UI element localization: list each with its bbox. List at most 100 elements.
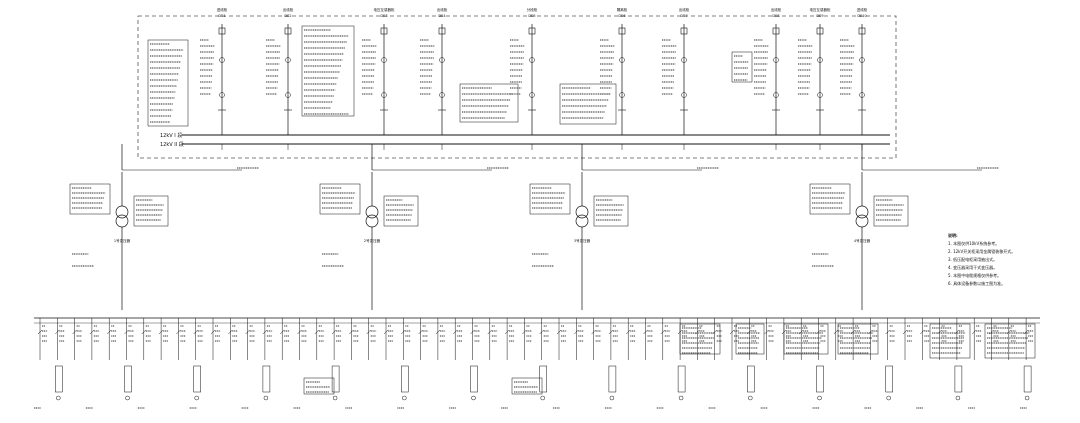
note-line: 6. 具体设备参数以施工图为准。: [948, 281, 1006, 286]
lv-feeder: [708, 318, 723, 409]
lv-feeder: [553, 318, 567, 409]
panel-no: DE2: [284, 14, 291, 18]
lv-switch: [660, 329, 665, 335]
motor-symbol: [332, 395, 338, 401]
lv-switch: [539, 329, 544, 335]
lv-feeder: [85, 318, 100, 409]
panel-no: DE9: [816, 14, 823, 18]
lv-switch: [245, 329, 250, 335]
lv-note: [679, 323, 721, 355]
motor-starter: [262, 365, 271, 393]
motor-starter: [470, 365, 478, 393]
transformer-winding: [575, 205, 589, 219]
lv-feeder: [591, 318, 602, 360]
panel-no: DE3: [380, 14, 387, 18]
lv-switch: [989, 329, 994, 335]
lv-switch: [37, 329, 43, 335]
ct-symbol: [285, 92, 291, 98]
lv-switch: [401, 329, 406, 335]
panel-no: DE1: [218, 14, 225, 18]
ct-symbol: [619, 57, 625, 63]
lv-feeder: [383, 318, 394, 360]
bus-label-2: 12kV II 段: [160, 141, 184, 148]
ct-symbol: [773, 57, 779, 63]
lv-switch: [435, 329, 441, 335]
notes-title: 说明:: [948, 233, 958, 238]
hv-feeder: [420, 24, 446, 150]
lv-note-box: [984, 323, 1036, 359]
motor-symbol: [402, 395, 407, 401]
lv-feeder: [487, 318, 498, 360]
lv-switch: [262, 329, 268, 335]
lv-feeder: [522, 318, 532, 360]
motor-symbol: [194, 395, 199, 401]
lv-switch: [902, 329, 908, 335]
note-line: 3. 低压配电柜采用抽出式。: [948, 257, 998, 262]
lv-note: [837, 323, 879, 355]
lv-note: [929, 323, 971, 359]
lv-note-box: [735, 323, 765, 355]
ct-symbol: [817, 92, 823, 98]
lv-switch: [729, 329, 735, 335]
lv-feeder: [850, 318, 861, 360]
note-line: 4. 变压器采用干式变压器。: [948, 265, 998, 270]
transformer-section: [69, 144, 999, 310]
lv-feeder: [574, 318, 584, 360]
transformer-winding: [365, 205, 379, 219]
lv-feeder: [812, 318, 827, 409]
lv-feeder: [435, 318, 446, 360]
motor-starter: [747, 365, 755, 393]
lv-switch: [280, 329, 285, 335]
lv-feeder: [449, 318, 463, 409]
lv-switch: [574, 329, 579, 335]
motor-symbol: [678, 395, 684, 401]
panel-no: DE4: [438, 14, 446, 18]
lv-note: [735, 323, 765, 355]
lv-note-box: [929, 323, 971, 359]
ct-symbol: [859, 92, 865, 98]
ct-symbol: [439, 57, 445, 63]
breaker-symbol: [380, 27, 388, 35]
breaker-symbol: [218, 27, 226, 35]
lv-feeder: [210, 318, 221, 360]
lv-feeder: [72, 318, 83, 360]
lv-switch: [158, 329, 164, 335]
lv-feeder: [137, 318, 152, 409]
lv-note: [511, 377, 543, 395]
motor-symbol: [886, 395, 891, 401]
motor-starter: [885, 365, 893, 393]
hv-feeder: [266, 24, 292, 150]
motor-starter: [954, 365, 963, 393]
ct-symbol: [681, 92, 687, 98]
lv-feeder: [968, 318, 982, 409]
spec-box: [383, 195, 419, 227]
panel-no: DE8: [772, 14, 779, 18]
lv-note-box: [511, 377, 543, 395]
lv-switch: [193, 329, 198, 335]
transformer-winding: [365, 214, 379, 228]
hv-feeder: [200, 24, 226, 150]
panel-name: 出线柜: [771, 7, 782, 12]
lv-switch: [124, 329, 129, 335]
low-voltage-section: [34, 317, 1040, 409]
lv-note-box: [783, 323, 829, 355]
breaker-symbol: [858, 27, 866, 35]
spec-box: [529, 183, 571, 215]
lv-feeder: [539, 318, 550, 401]
ct-symbol: [219, 57, 225, 63]
panel-name: 分段柜: [527, 7, 538, 12]
breaker-symbol: [816, 27, 824, 35]
motor-symbol: [263, 395, 269, 401]
hv-feeder: [840, 24, 866, 150]
ct-symbol: [285, 57, 291, 63]
ct-symbol: [529, 92, 535, 98]
lv-feeder: [747, 318, 757, 401]
lv-feeder: [55, 318, 65, 401]
lv-switch: [141, 329, 146, 335]
lv-feeder: [695, 318, 705, 360]
ct-symbol: [773, 92, 779, 98]
lv-switch: [626, 329, 631, 335]
panel-name: 出线柜: [437, 7, 448, 12]
lv-switch: [349, 329, 354, 335]
